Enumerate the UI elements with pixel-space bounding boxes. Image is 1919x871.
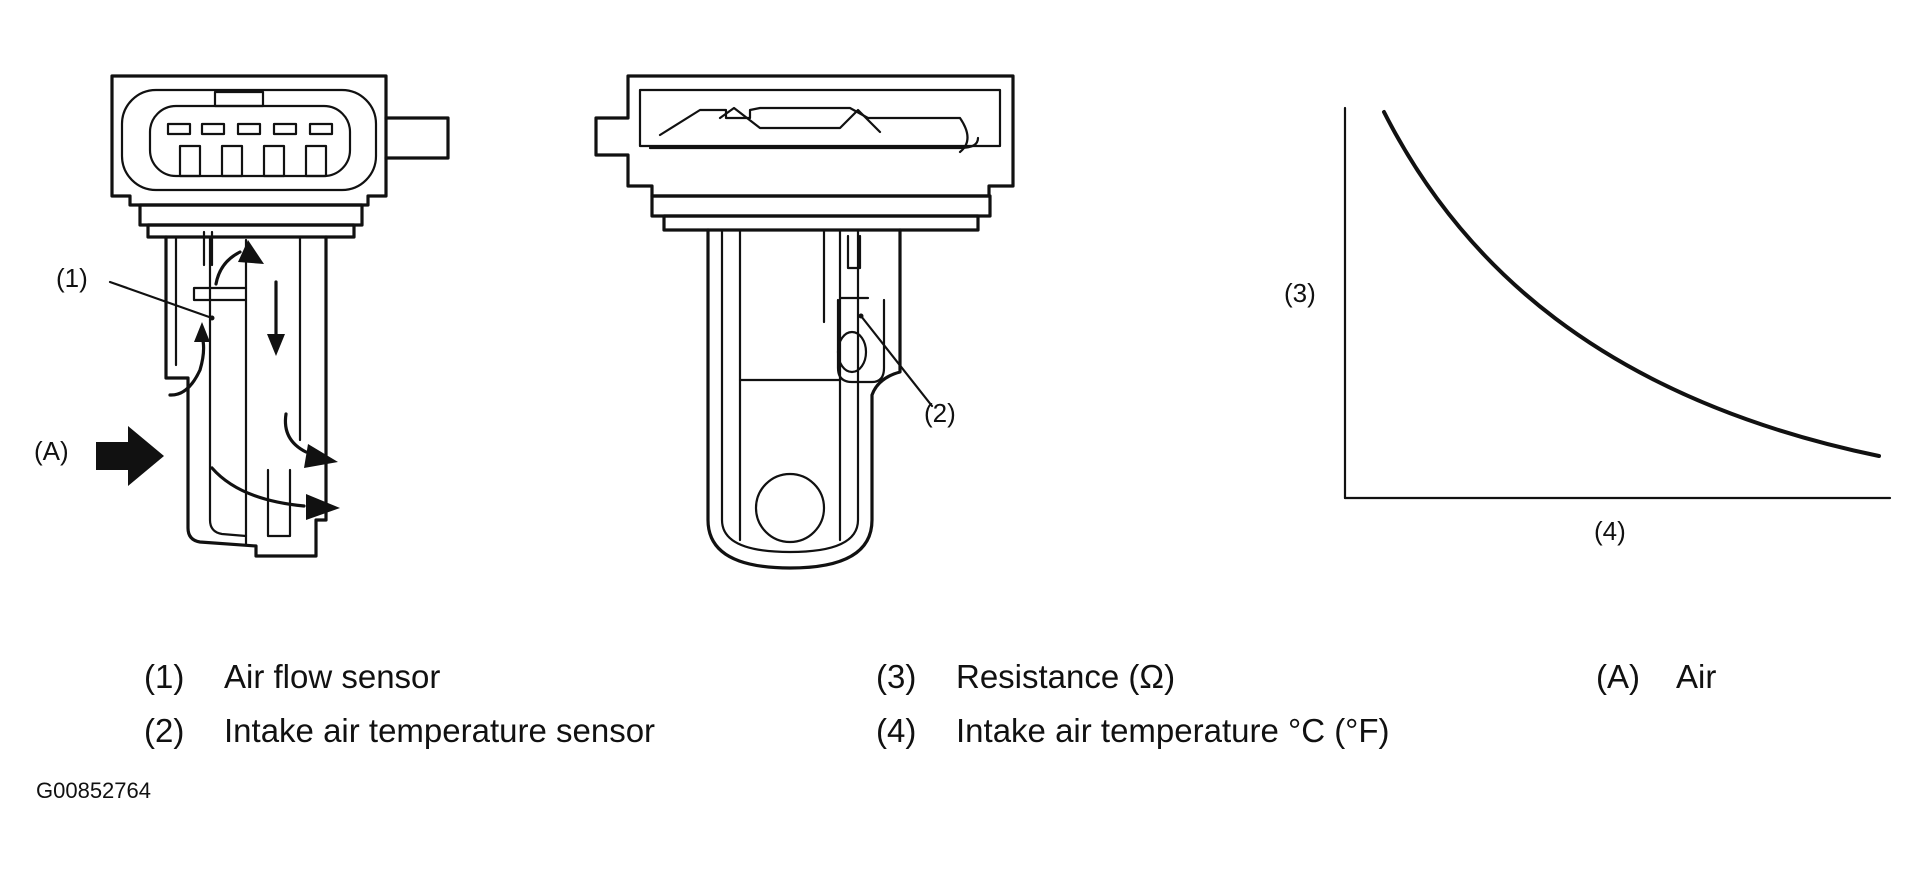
- callout-label-2: (2): [924, 398, 956, 428]
- callout-label-4: (4): [1594, 516, 1626, 546]
- figure-id: G00852764: [36, 778, 151, 803]
- legend-text: Resistance (Ω): [956, 658, 1176, 695]
- callout-label-a: (A): [34, 436, 69, 466]
- legend-number: (3): [876, 658, 917, 695]
- callout-label-1: (1): [56, 263, 88, 293]
- legend-text: Air flow sensor: [224, 658, 441, 695]
- mass-air-flow-sensor-rear-view: [594, 74, 1015, 570]
- legend-item-air: (A) Air: [1596, 658, 1716, 696]
- legend-item-intake-air-temperature: (4) Intake air temperature °C (°F): [876, 712, 1390, 750]
- resistance-temperature-graph: [1343, 106, 1892, 500]
- airflow-arrows: [168, 240, 340, 520]
- legend-text: Air: [1676, 658, 1717, 695]
- mass-air-flow-sensor-front-view: [96, 74, 450, 558]
- legend-number: (1): [144, 658, 185, 695]
- legend-item-intake-air-temperature-sensor: (2) Intake air temperature sensor: [144, 712, 655, 750]
- legend-number: (2): [144, 712, 185, 749]
- air-inflow-arrow: [96, 426, 164, 486]
- legend-text: Intake air temperature sensor: [224, 712, 656, 749]
- connector-pins: [166, 122, 334, 178]
- legend-item-air-flow-sensor: (1) Air flow sensor: [144, 658, 440, 696]
- legend-number: (4): [876, 712, 917, 749]
- legend-item-resistance: (3) Resistance (Ω): [876, 658, 1175, 696]
- legend-number: (A): [1596, 658, 1640, 695]
- resistance-curve: [1382, 110, 1881, 458]
- legend-text: Intake air temperature °C (°F): [956, 712, 1390, 749]
- callout-label-3: (3): [1284, 278, 1316, 308]
